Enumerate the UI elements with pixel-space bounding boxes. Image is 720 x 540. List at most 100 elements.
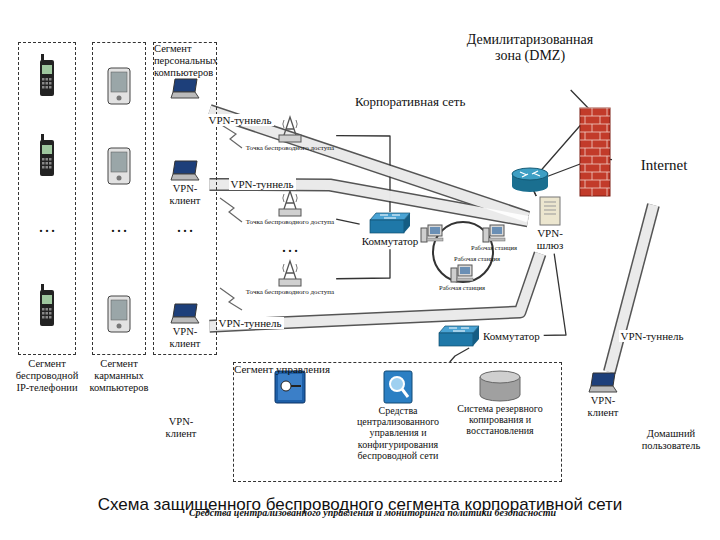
- dmz-cloud: Демилитаризованная зона (DMZ): [448, 6, 612, 90]
- radio-link: [220, 124, 242, 148]
- home-user: Домашний пользователь: [628, 360, 714, 466]
- brick-joint: [585, 116, 586, 124]
- cloud-shape: [621, 132, 706, 198]
- server-slot: [544, 214, 556, 215]
- brick-joint: [580, 180, 610, 181]
- network-link: [544, 254, 566, 336]
- brick-joint: [607, 140, 608, 148]
- caption: Схема защищенного беспроводного сегмента…: [98, 495, 623, 514]
- label-holder: …: [176, 216, 194, 236]
- phone-key: [42, 86, 45, 89]
- workstation-keyboard: [457, 278, 473, 281]
- phone-key: [42, 162, 45, 165]
- switch: Коммутатор: [360, 212, 421, 249]
- access-point: Точка беспроводного доступа: [244, 190, 336, 229]
- brick-joint: [592, 124, 593, 132]
- brick-joint: [600, 180, 601, 188]
- switch-arrows: [380, 215, 400, 218]
- management-segment: Средства централизованного управления и …: [233, 362, 562, 482]
- phone-key: [49, 78, 52, 81]
- phone-key: [46, 162, 49, 165]
- network-cloud: Рабочая станцияРабочая станцияРабочая ст…: [355, 95, 608, 322]
- brick-joint: [580, 124, 610, 125]
- node-label: Сегмент беспроводной IP-телефонии: [12, 358, 82, 393]
- brick-joint: [600, 164, 601, 172]
- node-label: VPN-клиент: [581, 395, 626, 419]
- phone-key: [46, 316, 49, 319]
- phone-body: [40, 140, 54, 176]
- workstation-keyboard: [427, 238, 443, 241]
- phone-key: [42, 316, 45, 319]
- house-window: [684, 409, 700, 422]
- switch-front: [439, 333, 473, 346]
- router-arrows: [520, 171, 540, 177]
- phone-key: [42, 166, 45, 169]
- brick-joint: [580, 148, 610, 149]
- phone-key: [49, 308, 52, 311]
- phone-key: [49, 158, 52, 161]
- brick-joint: [600, 116, 601, 124]
- phone-screen: [42, 295, 52, 304]
- vpn-client: VPN-клиент: [161, 160, 210, 209]
- tunnel-label: VPN-туннель: [207, 114, 274, 126]
- management-tool: Средства централизованного управления и …: [235, 370, 345, 418]
- ellipsis-label: …: [281, 236, 299, 256]
- node-label: Коммутатор: [483, 330, 540, 342]
- ellipsis-label: …: [176, 216, 194, 236]
- workstation: Рабочая станция: [437, 264, 487, 293]
- network-link: [450, 348, 469, 362]
- backup-system: Система резервного копирования и восстан…: [450, 370, 550, 439]
- pda-body: [108, 148, 130, 184]
- brick-joint: [580, 140, 610, 141]
- phone-screen: [42, 145, 52, 154]
- brick-joint: [607, 156, 608, 164]
- pda-button: [117, 324, 122, 329]
- phone-key: [42, 158, 45, 161]
- workstation-screen: [460, 267, 470, 274]
- cloud-shape: [374, 111, 588, 305]
- safe-body: [275, 371, 305, 403]
- label-holder: VPN-туннель: [229, 178, 296, 190]
- node-label: Рабочая станция: [439, 284, 485, 291]
- phone-body: [40, 290, 54, 326]
- ap-base: [279, 279, 301, 286]
- laptop-screen: [591, 373, 615, 386]
- phone-key: [46, 78, 49, 81]
- laptop-base: [589, 386, 617, 392]
- vpn-client: VPN-клиент: [161, 78, 210, 127]
- workstation-tower: [483, 228, 489, 242]
- phone-key: [42, 308, 45, 311]
- workstation-tower: [451, 268, 457, 282]
- magnifier-glass: [390, 377, 404, 391]
- brick-joint: [585, 164, 586, 172]
- node-label: VPN-клиент: [163, 183, 208, 207]
- phone-body: [40, 60, 54, 96]
- pda-body: [108, 296, 130, 332]
- laptop-screen: [173, 304, 197, 317]
- ap-waves: [283, 264, 297, 272]
- router-top: [512, 168, 548, 180]
- label-holder: VPN-туннель: [217, 317, 284, 329]
- phone-key: [42, 82, 45, 85]
- pda-screen: [111, 300, 127, 320]
- node-label: Сегмент персональных компьютеров: [154, 43, 216, 78]
- phone-key: [49, 82, 52, 85]
- brick-joint: [600, 148, 601, 156]
- ap-mast: [284, 261, 296, 279]
- brick-joint: [607, 172, 608, 180]
- phone-key: [49, 162, 52, 165]
- network-link: [336, 219, 359, 224]
- laptop-screen: [173, 79, 197, 92]
- node-label: Рабочая станция: [471, 244, 517, 251]
- vpn-client: VPN-клиент: [161, 303, 210, 352]
- node-label: VPN-шлюз: [530, 227, 570, 252]
- access-point: Точка беспроводного доступа: [244, 260, 336, 299]
- phone-key: [46, 166, 49, 169]
- switch-top: [370, 213, 410, 220]
- brick-joint: [607, 108, 608, 116]
- storage-top: [480, 371, 520, 383]
- house-window: [642, 409, 658, 422]
- brick-joint: [580, 108, 610, 109]
- brick-joint: [592, 108, 593, 116]
- workstation-monitor: [428, 225, 442, 236]
